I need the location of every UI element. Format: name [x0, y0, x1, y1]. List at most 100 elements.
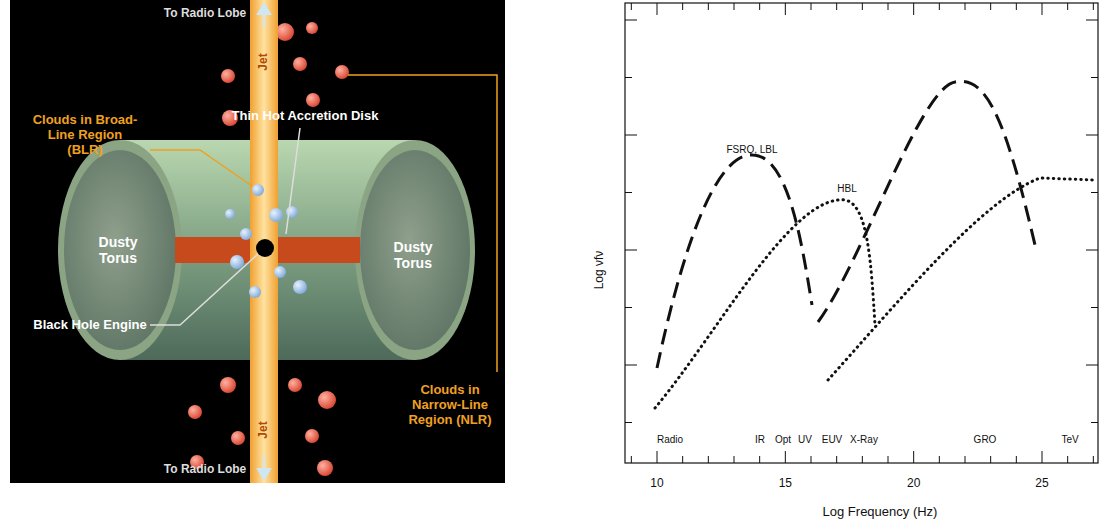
drawing-part — [150, 150, 252, 186]
tick-mark — [631, 3, 632, 10]
tick-mark — [657, 3, 658, 15]
tick-mark — [965, 3, 966, 10]
tick-mark — [625, 135, 637, 136]
tick-mark — [1086, 20, 1098, 21]
tick-mark — [759, 456, 760, 463]
drawing-part — [317, 460, 333, 476]
curve-label: FSRQ, LBL — [726, 144, 777, 156]
tick-mark — [939, 3, 940, 10]
drawing-part — [318, 391, 336, 409]
drawing-part — [150, 254, 258, 325]
band-label: UV — [798, 434, 812, 446]
tick-mark — [625, 365, 637, 366]
tick-mark — [1086, 365, 1098, 366]
tick-mark — [1086, 250, 1098, 251]
tick-value: 15 — [779, 477, 792, 491]
drawing-part — [252, 184, 264, 196]
band-label: Opt — [775, 434, 791, 446]
tick-mark — [1086, 135, 1098, 136]
part-label: Black Hole Engine — [33, 318, 146, 333]
tick-mark — [708, 456, 709, 463]
tick-mark — [913, 3, 914, 15]
tick-mark — [836, 456, 837, 463]
tick-mark — [1091, 192, 1098, 193]
tick-mark — [913, 451, 914, 463]
band-label: TeV — [1061, 434, 1078, 446]
tick-value: 10 — [650, 477, 663, 491]
drawing-part — [249, 286, 261, 298]
region-label: Clouds in Broad-Line Region (BLR) — [30, 113, 140, 158]
drawing-part — [258, 469, 270, 479]
axis-title: Log Frequency (Hz) — [823, 505, 938, 520]
tick-mark — [1091, 77, 1098, 78]
tick-mark — [1093, 3, 1094, 10]
part-label: Dusty Torus — [83, 234, 153, 266]
tick-mark — [734, 3, 735, 10]
tick-mark — [625, 250, 637, 251]
tick-mark — [759, 3, 760, 10]
torus-right-end — [355, 140, 475, 360]
tick-mark — [1042, 3, 1043, 15]
tick-mark — [888, 3, 889, 10]
tick-mark — [990, 3, 991, 10]
drawing-part — [360, 150, 470, 350]
drawing-part — [276, 23, 294, 41]
black-hole — [256, 239, 274, 257]
arrow-caption: To Radio Lobe — [164, 463, 246, 477]
tick-mark — [811, 3, 812, 10]
band-label: IR — [755, 434, 765, 446]
tick-mark — [657, 451, 658, 463]
drawing-part — [188, 405, 202, 419]
drawing-part — [655, 200, 875, 408]
tick-mark — [1016, 456, 1017, 463]
tick-mark — [862, 3, 863, 10]
tick-mark — [1091, 422, 1098, 423]
axis-ticks — [625, 3, 1098, 463]
leader-lines — [150, 75, 497, 372]
chart-frame — [625, 3, 1098, 463]
tick-mark — [1042, 451, 1043, 463]
tick-mark — [990, 456, 991, 463]
tick-mark — [888, 456, 889, 463]
tick-mark — [682, 456, 683, 463]
drawing-part — [818, 81, 1035, 322]
tick-mark — [1016, 3, 1017, 10]
drawing-part — [231, 431, 245, 445]
jet — [250, 0, 278, 483]
band-label: X-Ray — [850, 434, 878, 446]
drawing-part — [305, 429, 319, 443]
band-label: GRO — [974, 434, 997, 446]
band-label: EUV — [822, 434, 843, 446]
drawing-part — [293, 280, 307, 294]
tick-mark — [708, 3, 709, 10]
drawing-part — [258, 4, 270, 14]
tick-mark — [785, 451, 786, 463]
drawing-part — [269, 208, 283, 222]
sed-curves — [655, 81, 1095, 408]
panel-background — [10, 0, 505, 483]
drawing-part — [286, 128, 300, 234]
tick-mark — [1091, 307, 1098, 308]
drawing-part — [625, 3, 1098, 463]
band-label: Radio — [657, 434, 683, 446]
tick-mark — [1067, 3, 1068, 10]
part-label: Thin Hot Accretion Disk — [232, 109, 379, 124]
leader-lines-white — [150, 128, 300, 325]
tick-mark — [625, 20, 637, 21]
jet-label: Jet — [257, 421, 271, 438]
tick-mark — [862, 456, 863, 463]
tick-value: 25 — [1035, 477, 1048, 491]
tick-mark — [939, 456, 940, 463]
tick-mark — [734, 456, 735, 463]
region-label: Clouds in Narrow-Line Region (NLR) — [400, 383, 500, 428]
tick-value: 20 — [907, 477, 920, 491]
blr-clouds — [225, 184, 307, 298]
drawing-part — [230, 255, 244, 269]
jet-label: Jet — [257, 53, 271, 70]
tick-mark — [1067, 456, 1068, 463]
drawing-part — [293, 57, 307, 71]
tick-mark — [785, 3, 786, 15]
drawing-part — [306, 22, 318, 34]
drawing-part — [288, 378, 302, 392]
